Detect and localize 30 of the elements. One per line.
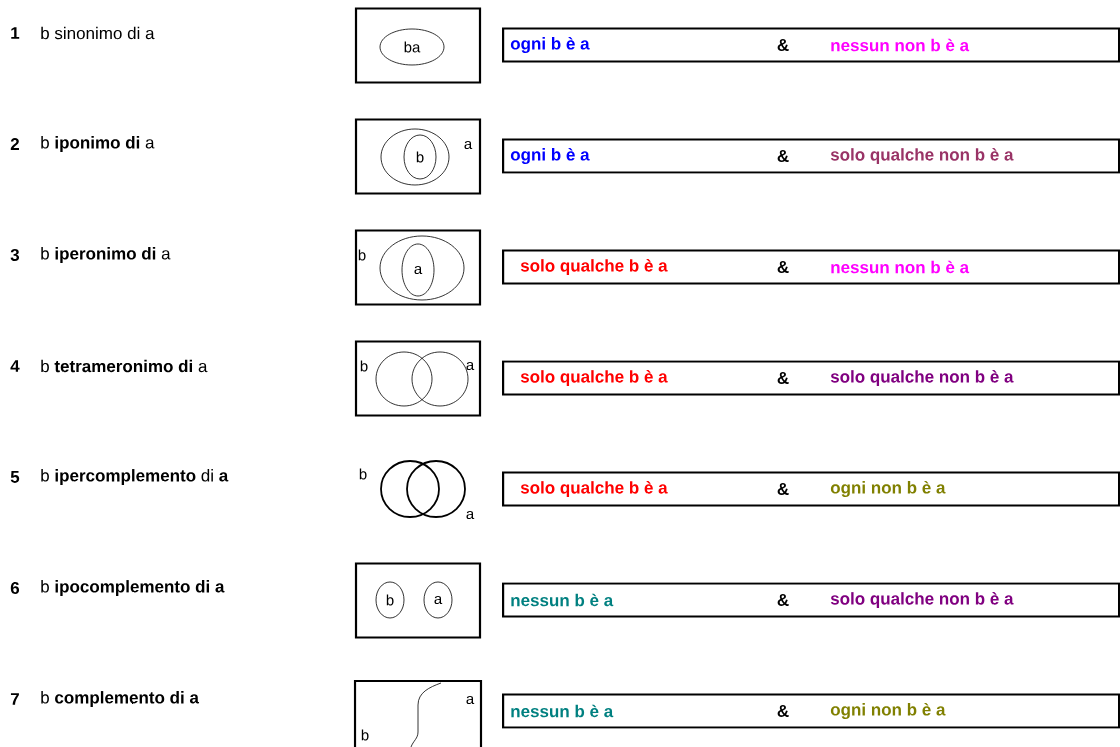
statement-bar: solo qualche b è a & nessun non b è a: [502, 249, 1120, 285]
relation-label: b complemento di a: [41, 691, 199, 707]
relation-label: b ipercomplemento di a: [41, 469, 229, 485]
venn-diagram: b a: [354, 229, 482, 306]
row-number: 5: [10, 471, 20, 483]
statement-bar: solo qualche b è a & ogni non b è a: [502, 471, 1120, 507]
relation-label: b iponimo di a: [41, 136, 155, 152]
statement-bar: ogni b è a & solo qualche non b è a: [502, 138, 1120, 174]
relation-label: b iperonimo di a: [41, 247, 171, 263]
venn-diagram: ba: [354, 7, 482, 84]
statement-bar: nessun b è a & ogni non b è a: [502, 693, 1120, 729]
venn-diagram: b a: [359, 460, 475, 520]
node-label: a: [466, 510, 475, 520]
statement-bar: solo qualche b è a & solo qualche non b è a: [502, 360, 1120, 396]
row-number: 2: [10, 138, 19, 150]
venn-diagram: a b: [353, 679, 483, 747]
venn-diagram: b a: [354, 118, 482, 195]
statement-bar: nessun b è a & solo qualche non b è a: [502, 582, 1120, 618]
venn-diagram: b a: [354, 340, 482, 417]
row-number: 4: [10, 360, 20, 372]
venn-diagram: b a: [354, 562, 482, 639]
row-number: 1: [11, 27, 20, 39]
relation-label: b sinonimo di a: [41, 26, 155, 40]
row-number: 7: [10, 693, 19, 705]
row-number: 3: [10, 248, 20, 261]
node-label: b: [359, 468, 367, 480]
row-number: 6: [10, 581, 20, 594]
statement-bar: ogni b è a & nessun non b è a: [502, 27, 1120, 63]
relation-label: b ipocomplemento di a: [41, 580, 225, 596]
relation-label: b tetrameronimo di a: [41, 359, 208, 373]
